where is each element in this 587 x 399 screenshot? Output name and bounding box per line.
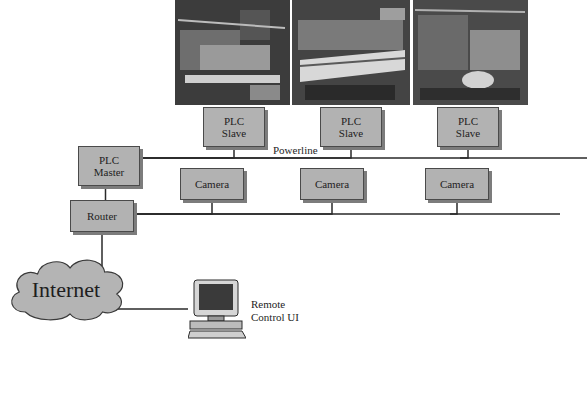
node-label: Camera xyxy=(315,178,349,190)
plc-slave-box: PLC Slave xyxy=(320,107,382,147)
computer-icon: Remote Control UI xyxy=(188,278,246,340)
internet-cloud: Internet xyxy=(5,252,127,322)
node-label: Internet xyxy=(32,271,100,303)
node-label: Camera xyxy=(195,178,229,190)
plc-slave-box: PLC Slave xyxy=(203,107,265,147)
network-wire xyxy=(134,200,212,214)
router-box: Router xyxy=(70,200,134,232)
network-wire xyxy=(134,200,457,214)
plc-slave-box: PLC Slave xyxy=(437,107,499,147)
network-wire xyxy=(134,200,332,214)
network-wire xyxy=(105,186,107,200)
machine-photo xyxy=(292,0,410,105)
camera-box: Camera xyxy=(300,168,364,200)
camera-box: Camera xyxy=(180,168,244,200)
node-label: PLC Slave xyxy=(214,115,254,139)
network-wire xyxy=(140,147,351,158)
node-label: Remote Control UI xyxy=(251,298,311,323)
node-label: Router xyxy=(87,210,117,222)
computer-drawing xyxy=(188,278,246,340)
node-label: Camera xyxy=(440,178,474,190)
plc-master-box: PLC Master xyxy=(78,146,140,186)
powerline-wire xyxy=(460,157,587,159)
network-wire xyxy=(450,213,560,215)
camera-box: Camera xyxy=(425,168,489,200)
machine-photo xyxy=(413,0,528,105)
line-label: Powerline xyxy=(272,144,319,156)
node-label: PLC Slave xyxy=(448,115,488,139)
network-wire xyxy=(113,308,188,310)
node-label: PLC Master xyxy=(89,154,129,178)
network-wire xyxy=(101,232,103,266)
network-wire xyxy=(140,147,234,158)
machine-photo xyxy=(175,0,290,105)
node-label: PLC Slave xyxy=(331,115,371,139)
